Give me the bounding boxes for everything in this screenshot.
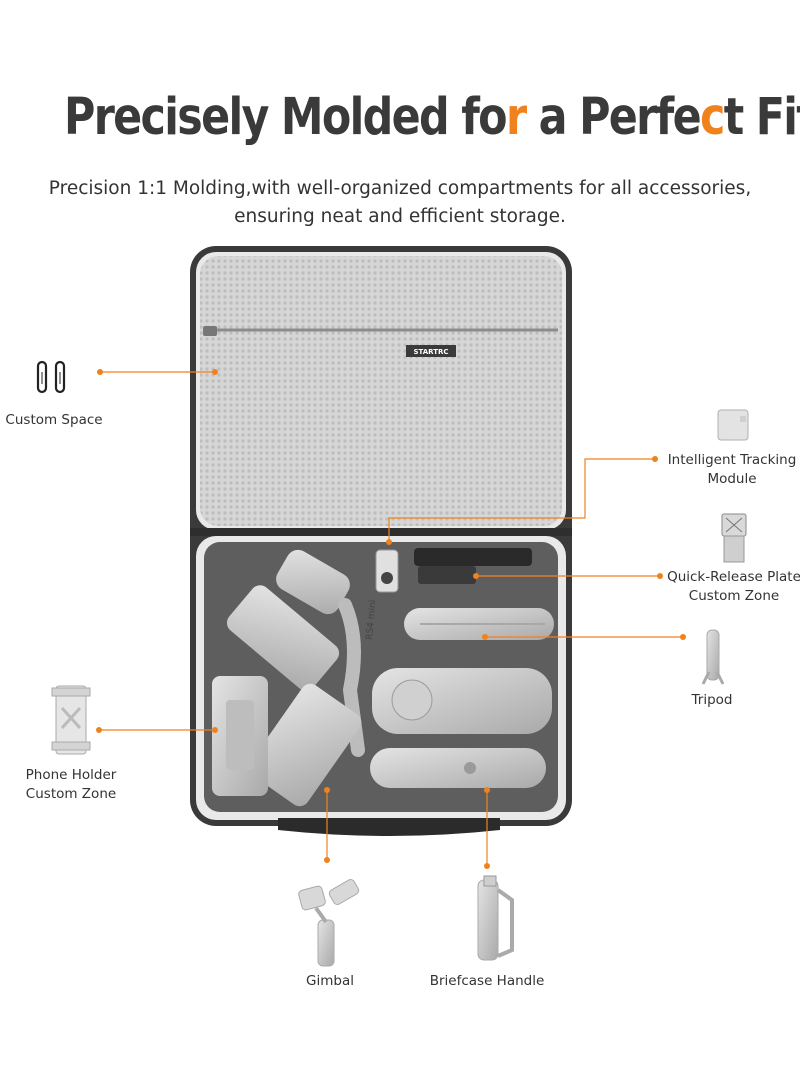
gimbal-text: Gimbal <box>306 973 354 989</box>
tripod-text: Tripod <box>691 692 733 708</box>
headline-accent-2: c <box>699 88 725 147</box>
subtitle-line-1: Precision 1:1 Molding,with well-organize… <box>48 178 752 199</box>
tracking-line-2: Module <box>707 471 757 487</box>
headline: Precisely Molded for a Perfect Fit <box>64 88 800 147</box>
briefcase-handle-text: Briefcase Handle <box>429 973 545 989</box>
carry-strap[interactable] <box>278 818 500 836</box>
quick-release-line-1: Quick-Release Plate <box>667 569 800 585</box>
phone-holder-icon <box>51 685 91 755</box>
tracking-module-icon <box>717 409 749 441</box>
label-briefcase-handle: Briefcase Handle <box>420 972 554 991</box>
phone-holder-in-case <box>212 676 268 796</box>
label-custom-space: Custom Space <box>2 411 106 430</box>
briefcase-handle-icon <box>477 875 514 961</box>
brand-tag <box>406 345 456 357</box>
headline-part-1: Precisely Molded fo <box>64 88 508 147</box>
label-gimbal: Gimbal <box>290 972 370 991</box>
callout-dots <box>96 369 686 869</box>
phone-holder-line-2: Custom Zone <box>25 786 117 802</box>
gimbal-model-text: RS4 mini <box>365 600 378 641</box>
custom-space-text: Custom Space <box>5 412 103 428</box>
label-tripod: Tripod <box>672 691 752 710</box>
subtitle-line-2: ensuring neat and efficient storage. <box>234 206 566 227</box>
subtitle: Precision 1:1 Molding,with well-organize… <box>0 175 800 231</box>
headline-accent-1: r <box>505 88 527 147</box>
tripod-in-case <box>404 608 554 640</box>
callout-lines <box>99 371 683 866</box>
cable-icon <box>36 360 66 394</box>
quick-release-line-2: Custom Zone <box>688 588 780 604</box>
tripod-icon <box>701 629 725 685</box>
handle-in-case <box>370 748 546 788</box>
headline-part-2: a Perfe <box>525 88 702 147</box>
mesh-lid-pocket[interactable] <box>200 256 562 526</box>
tracking-line-1: Intelligent Tracking <box>667 452 797 468</box>
accessories-in-case <box>375 548 532 593</box>
label-intelligent-tracking: Intelligent Tracking Module <box>648 451 800 489</box>
brand-tag-text: STARTRC <box>413 348 448 356</box>
quick-release-plate-icon <box>721 513 747 563</box>
gimbal-in-case: RS4 mini <box>226 549 552 807</box>
label-quick-release-plate: Quick-Release Plate Custom Zone <box>656 568 800 606</box>
phone-holder-line-1: Phone Holder <box>25 767 117 783</box>
headline-part-3: t Fit <box>723 88 800 147</box>
label-phone-holder: Phone Holder Custom Zone <box>8 766 134 804</box>
gimbal-icon <box>298 879 360 967</box>
